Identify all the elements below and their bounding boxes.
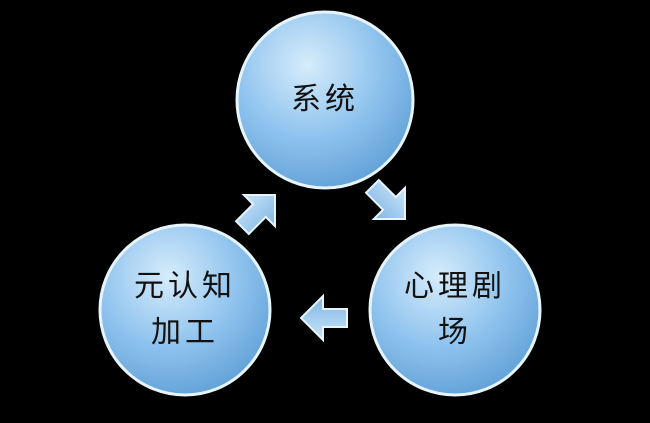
system-text: 系统 [291,82,359,117]
arrow-metacognitive-to-system [234,194,276,236]
metacognitive-text-line1: 元认知 [134,269,236,304]
circle-system [235,10,415,190]
node-label-metacognitive: 元认知 加工 [110,255,260,365]
node-label-system: 系统 [265,60,385,140]
node-label-psychodrama: 心理剧 场 [380,255,530,365]
circle-metacognitive [98,223,272,397]
psychodrama-text-line2: 场 [438,315,472,350]
circle-psychodrama [368,223,542,397]
psychodrama-text-line1: 心理剧 [404,269,506,304]
arrow-psychodrama-to-metacognitive [299,293,348,343]
metacognitive-text-line2: 加工 [151,315,219,350]
arrow-system-to-psychodrama [364,178,406,220]
